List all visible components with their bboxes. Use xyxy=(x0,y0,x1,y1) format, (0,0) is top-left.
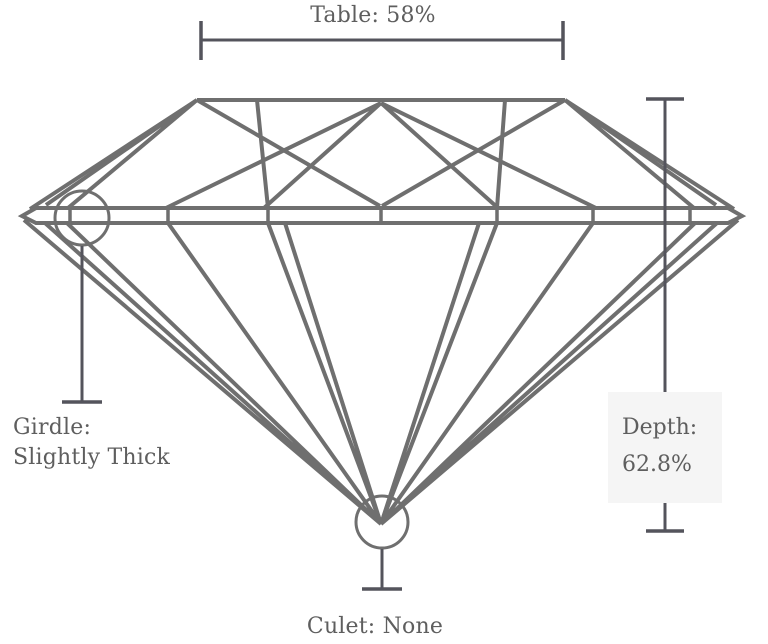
girdle-band xyxy=(17,206,747,225)
girdle-label-line2: Slightly Thick xyxy=(13,445,171,470)
girdle-indicator-circle xyxy=(53,189,111,247)
pavilion-facets xyxy=(22,218,740,526)
depth-label-line1: Depth: xyxy=(622,415,698,440)
girdle-divisions xyxy=(68,208,692,223)
girdle-label-line1: Girdle: xyxy=(13,415,92,440)
table-bracket-ticks xyxy=(199,21,565,60)
culet-indicator-circle xyxy=(354,494,410,550)
depth-pointer-ticks xyxy=(646,97,684,533)
girdle-measurement-label: Girdle: Slightly Thick xyxy=(13,413,170,473)
depth-label-line2: 62.8% xyxy=(622,452,692,477)
diamond-wireframe xyxy=(17,98,747,550)
culet-measurement-label: Culet: None xyxy=(306,614,444,639)
table-measurement-label: Table: 58% xyxy=(310,3,436,28)
crown-facets xyxy=(44,98,718,210)
measurement-lines xyxy=(62,21,684,591)
depth-measurement-box: Depth: 62.8% xyxy=(608,392,722,503)
